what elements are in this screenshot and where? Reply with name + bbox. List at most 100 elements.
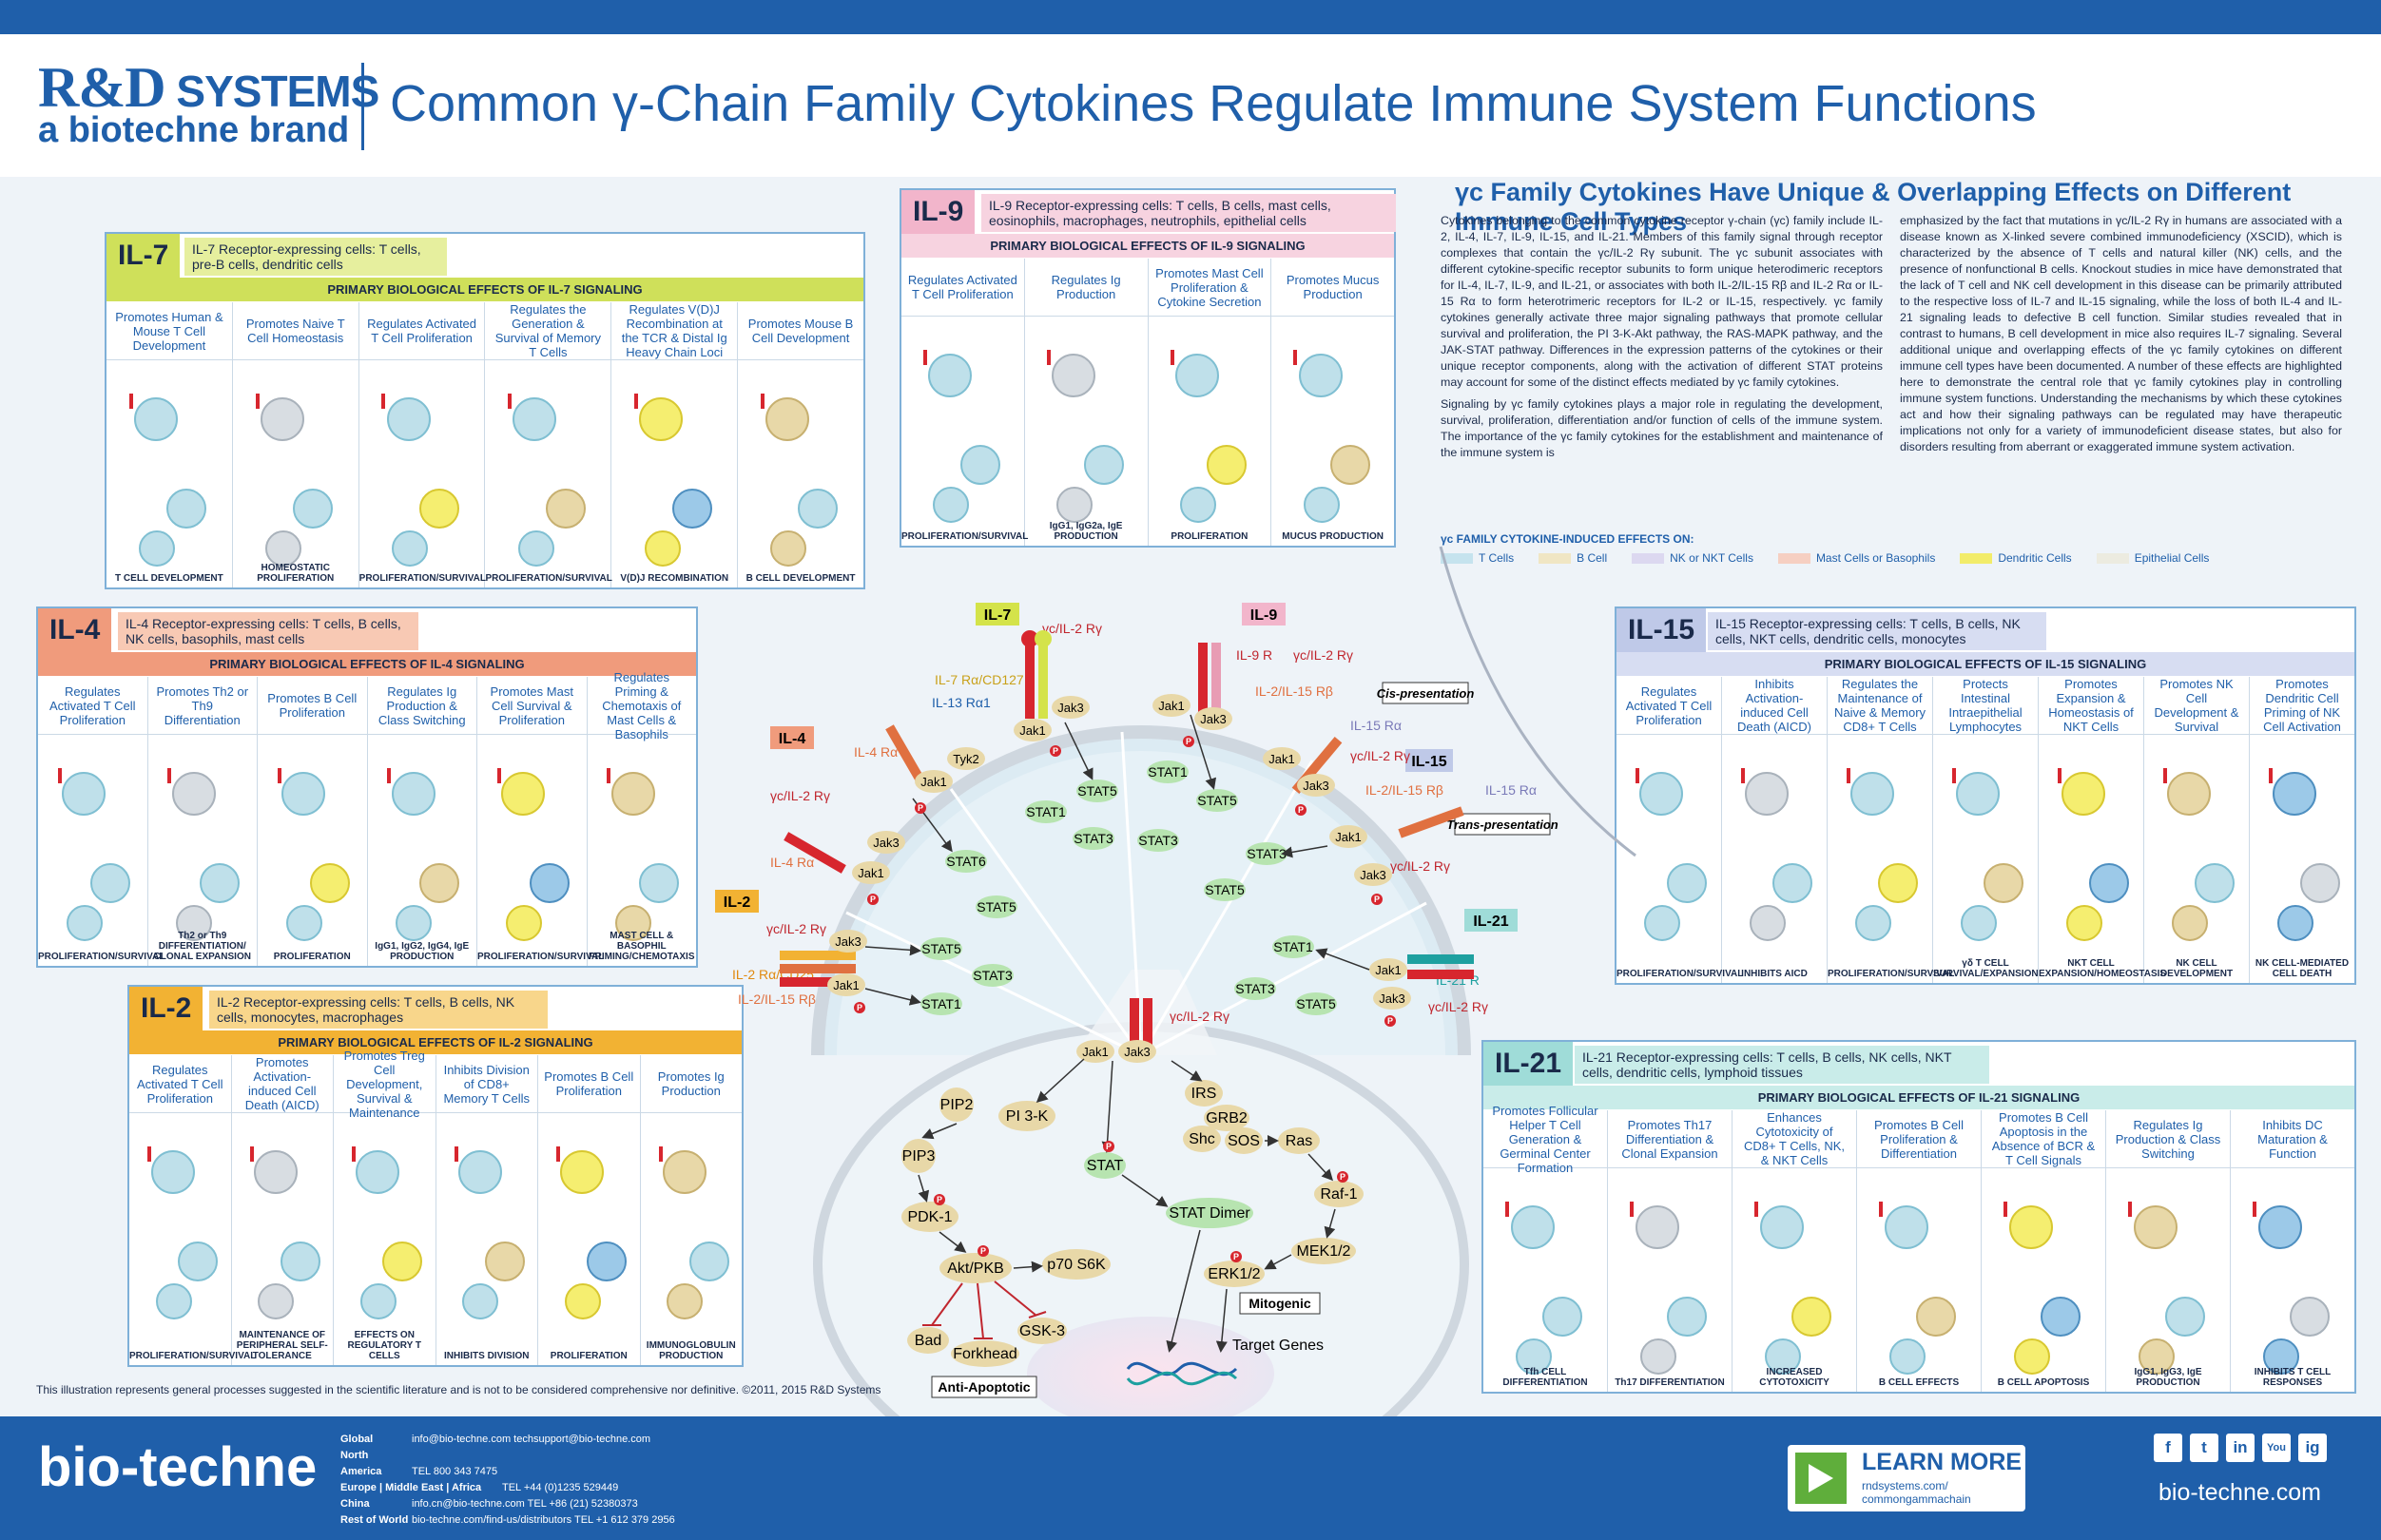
legend-swatch: [2096, 552, 2129, 564]
cell-illustration: [2165, 1297, 2206, 1337]
footer-website[interactable]: bio-techne.com: [2158, 1479, 2321, 1506]
effect-heading: Promotes B Cell Proliferation & Differen…: [1857, 1110, 1981, 1168]
receptor-icon: [249, 1146, 254, 1162]
rd-systems-logo: R&D SYSTEMS: [38, 56, 379, 119]
cell-illustration: [2133, 1205, 2178, 1249]
contact-region: Rest of World: [340, 1514, 409, 1526]
pathway-arrows: [918, 1058, 1336, 1353]
stat5-il7: STAT5: [1076, 780, 1118, 802]
cell-illustration: [671, 489, 712, 529]
svg-text:IL-7: IL-7: [984, 607, 1012, 624]
stat-dimer-pathway: STAT STAT Dimer Target Genes: [1084, 1152, 1324, 1386]
phospho-marker: P: [1183, 736, 1194, 747]
receptor-icon: [381, 394, 386, 409]
legend-swatch: [1632, 552, 1665, 564]
cell-illustration: [2299, 863, 2340, 903]
raf1-node: Raf-1: [1314, 1181, 1364, 1207]
linkedin-icon[interactable]: in: [2226, 1434, 2255, 1462]
svg-text:Trans-presentation: Trans-presentation: [1446, 818, 1558, 832]
twitter-icon[interactable]: t: [2190, 1434, 2218, 1462]
legend-item: Dendritic Cells: [1960, 551, 2072, 565]
svg-text:Jak3: Jak3: [1057, 701, 1083, 715]
cell-illustration: [765, 397, 810, 441]
stat5-il15: STAT5: [1204, 878, 1246, 901]
cell-illustration: [293, 489, 334, 529]
receptor-icon: [1879, 1202, 1884, 1217]
contact-details[interactable]: TEL 800 343 7475: [412, 1466, 498, 1477]
stat3-il9: STAT3: [1137, 829, 1179, 852]
contact-details[interactable]: info@bio-techne.com techsupport@bio-tech…: [412, 1434, 651, 1445]
phospho-marker: P: [867, 894, 879, 905]
receptor-icon: [2128, 1202, 2133, 1217]
il15-effects-bar: PRIMARY BIOLOGICAL EFFECTS OF IL-15 SIGN…: [1616, 652, 2354, 676]
phospho-marker: P: [915, 802, 926, 814]
cell-illustration: [959, 445, 1000, 485]
erk-node: ERK1/2: [1204, 1261, 1265, 1287]
il9-effect-column: Promotes Mast Cell Proliferation & Cytok…: [1148, 259, 1272, 546]
svg-text:P: P: [870, 895, 876, 904]
stat1-il9: STAT1: [1147, 760, 1189, 783]
svg-text:STAT1: STAT1: [1273, 939, 1313, 954]
cell-illustration: [1960, 905, 1997, 941]
il7-effects-bar: PRIMARY BIOLOGICAL EFFECTS OF IL-7 SIGNA…: [106, 278, 863, 301]
cell-illustration: [1983, 863, 2023, 903]
jak3-il15: Jak3: [1297, 774, 1335, 797]
instagram-icon[interactable]: ig: [2298, 1434, 2327, 1462]
effect-heading: Promotes Mast Cell Survival & Proliferat…: [477, 677, 587, 735]
effect-heading: Regulates Activated T Cell Proliferation: [1616, 677, 1721, 735]
cell-illustration: [66, 905, 103, 941]
il7-receptor-cells: IL-7 Receptor-expressing cells: T cells,…: [184, 238, 447, 276]
effect-outcome-label: INCREASED CYTOTOXICITY: [1759, 1367, 1829, 1388]
svg-text:P: P: [1233, 1252, 1239, 1261]
youtube-icon[interactable]: You: [2262, 1434, 2291, 1462]
cell-illustration: [1666, 863, 1707, 903]
receptor-icon: [658, 1146, 663, 1162]
contact-region: China: [340, 1498, 370, 1510]
svg-text:Jak1: Jak1: [1082, 1045, 1108, 1059]
effect-heading: Inhibits Division of CD8+ Memory T Cells: [436, 1055, 537, 1113]
kinase-nodes: Jak1 Jak3 Jak1 Jak3 Tyk2 Jak1 Jak3 Jak1 …: [827, 694, 1411, 1063]
effect-heading: Regulates Ig Production & Class Switchin…: [367, 677, 476, 735]
il9-center-tag: IL-9: [1242, 603, 1286, 626]
effect-heading: Regulates Activated T Cell Proliferation: [901, 259, 1024, 317]
il15rb-label: IL-2/IL-15 Rβ: [1255, 683, 1333, 699]
il21-effect-column: Enhances Cytotoxicity of CD8+ T Cells, N…: [1733, 1110, 1857, 1392]
legend-label: Epithelial Cells: [2134, 551, 2210, 565]
legend-label: Dendritic Cells: [1998, 551, 2072, 565]
il7-effect-column: Promotes Human & Mouse T Cell Developmen…: [106, 302, 233, 587]
effect-outcome-label: NK CELL DEVELOPMENT: [2159, 958, 2234, 979]
facebook-icon[interactable]: f: [2154, 1434, 2182, 1462]
contact-details[interactable]: bio-techne.com/find-us/distributors TEL …: [412, 1514, 675, 1526]
learn-more-url[interactable]: rndsystems.com/commongammachain: [1862, 1479, 1971, 1506]
cell-illustration: [2273, 772, 2317, 816]
effect-heading: Promotes Dendritic Cell Priming of NK Ce…: [2250, 677, 2354, 735]
il9r-label: IL-9 R: [1236, 647, 1272, 663]
contact-details[interactable]: info.cn@bio-techne.com TEL +86 (21) 5238…: [412, 1498, 638, 1510]
cell-illustration: [688, 1242, 729, 1281]
effect-outcome-label: INHIBITS DIVISION: [444, 1351, 530, 1361]
phospho-marker: P: [1050, 745, 1061, 757]
legend-item: B Cell: [1539, 551, 1607, 565]
legend-swatch: [1539, 552, 1572, 564]
effect-outcome-label: V(D)J RECOMBINATION: [620, 573, 729, 584]
learn-more-button[interactable]: LEARN MORE rndsystems.com/commongammacha…: [1788, 1445, 2025, 1511]
disclaimer-note: This illustration represents general pro…: [36, 1383, 881, 1396]
cell-illustration: [505, 905, 542, 941]
cell-illustration: [770, 530, 807, 567]
legend-label: NK or NKT Cells: [1670, 551, 1753, 565]
svg-text:STAT3: STAT3: [1235, 981, 1275, 996]
receptor-icon: [2253, 1202, 2257, 1217]
il7-panel: IL-7 IL-7 Receptor-expressing cells: T c…: [105, 232, 865, 589]
effect-heading: Promotes Activation-induced Cell Death (…: [231, 1055, 333, 1113]
il2-receptor-cells: IL-2 Receptor-expressing cells: T cells,…: [209, 991, 548, 1029]
contact-details[interactable]: TEL +44 (0)1235 529449: [502, 1482, 619, 1493]
header-divider: [361, 63, 364, 150]
intro-paragraph-1: Cytokines belonging to the common cytoki…: [1441, 214, 1883, 389]
cell-illustration: [1888, 1338, 1926, 1375]
effect-heading: Promotes Mast Cell Proliferation & Cytok…: [1148, 259, 1271, 317]
svg-text:Jak3: Jak3: [835, 934, 861, 949]
effect-heading: Enhances Cytotoxicity of CD8+ T Cells, N…: [1733, 1110, 1856, 1168]
jak3-bottom: Jak3: [1118, 1040, 1156, 1063]
